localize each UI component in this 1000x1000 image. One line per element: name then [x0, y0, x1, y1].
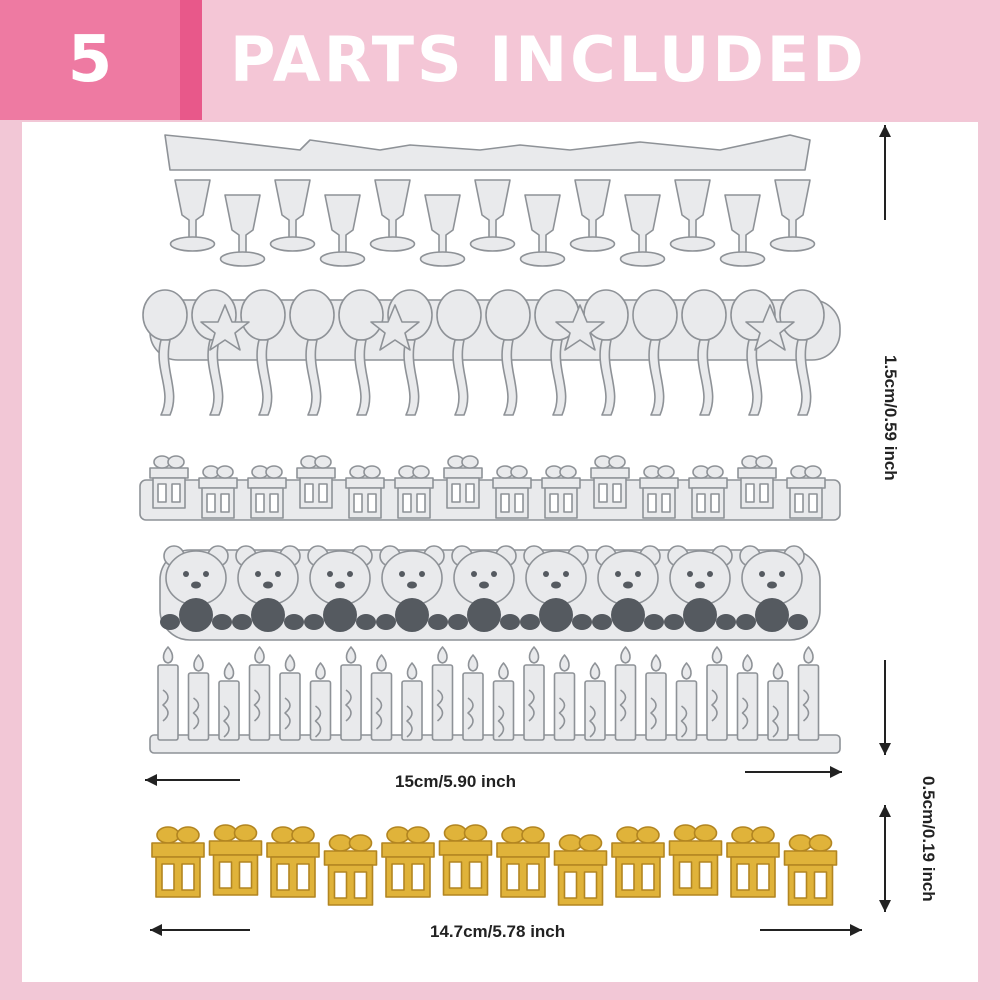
balloons-die [142, 289, 841, 416]
height-label-gold: 0.5cm/0.19 inch [919, 776, 938, 902]
gift-boxes-die [139, 455, 841, 521]
wine-glasses-die [164, 134, 816, 267]
count-number: 5 [67, 23, 113, 97]
header-banner: 5 PARTS INCLUDED [0, 0, 1000, 120]
width-label-silver: 15cm/5.90 inch [395, 772, 516, 791]
width-arrow-left-icon [145, 774, 240, 786]
count-badge: 5 [0, 0, 180, 120]
gold-gift-boxes-die [151, 824, 838, 906]
height-arrow-down-icon [879, 660, 891, 755]
width-arrow-right-icon [745, 766, 842, 778]
gold-width-arrow-left-icon [150, 924, 250, 936]
candles-die [149, 646, 841, 754]
gold-width-arrow-right-icon [760, 924, 862, 936]
height-arrow-up-icon [879, 125, 891, 220]
gold-height-arrow-up-icon [879, 805, 891, 860]
teddy-bears-die [159, 545, 821, 641]
gold-height-arrow-down-icon [879, 855, 891, 912]
height-label-silver: 1.5cm/0.59 inch [881, 355, 900, 481]
page-title: PARTS INCLUDED [230, 23, 867, 96]
count-badge-edge [180, 0, 202, 120]
width-label-gold: 14.7cm/5.78 inch [430, 922, 566, 941]
